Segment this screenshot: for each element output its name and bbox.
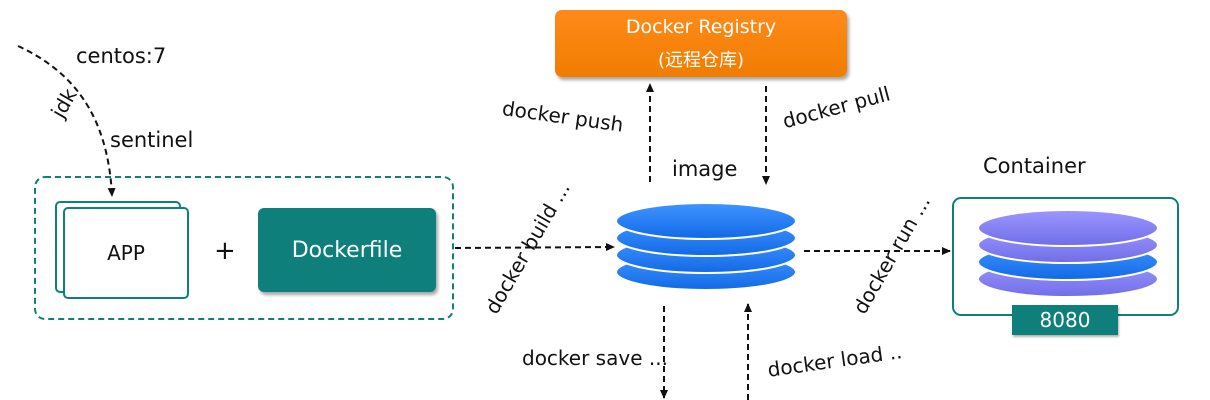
registry-title: Docker Registry [625,16,777,38]
build-arrow [454,243,615,252]
app-label: APP [107,241,145,265]
port-badge: 8080 [1012,305,1118,335]
port-label: 8080 [1039,308,1091,332]
registry-subtitle: (远程仓库) [657,50,745,71]
container-stack [977,209,1159,298]
container-label: Container [983,154,1086,178]
save-command-label: docker save ... [522,346,668,370]
dockerfile-box: Dockerfile [258,208,436,292]
docker-registry-box: Docker Registry (远程仓库) [555,10,847,77]
app-box-front [63,207,189,299]
base-image-label: centos:7 [76,44,167,68]
image-stack [615,202,797,291]
container-disk-1 [977,209,1159,247]
base-image-arrow [17,45,116,197]
image-disk-1 [615,202,797,240]
plus-sign: + [214,236,236,266]
project-group [34,176,454,320]
image-label: image [672,157,738,181]
dockerfile-label: Dockerfile [291,237,403,263]
sentinel-label: sentinel [110,128,194,152]
